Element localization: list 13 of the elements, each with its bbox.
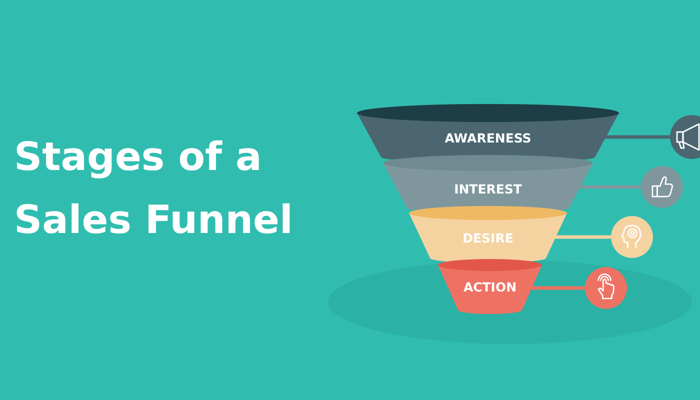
stage-label: DESIRE: [462, 230, 514, 246]
head-icon: [611, 216, 653, 258]
stage-label: ACTION: [463, 280, 517, 294]
stage-label: INTEREST: [454, 182, 522, 196]
tap-hand-icon: [585, 267, 627, 309]
connector-line: [554, 235, 611, 239]
megaphone-icon: [670, 115, 700, 159]
connector-line: [530, 286, 585, 290]
thumbs-up-icon: [641, 166, 683, 208]
connector-line: [579, 185, 641, 189]
title: Stages of a Sales Funnel: [14, 134, 294, 245]
stage-label: AWARENESS: [444, 130, 532, 146]
connector-line: [604, 135, 670, 139]
